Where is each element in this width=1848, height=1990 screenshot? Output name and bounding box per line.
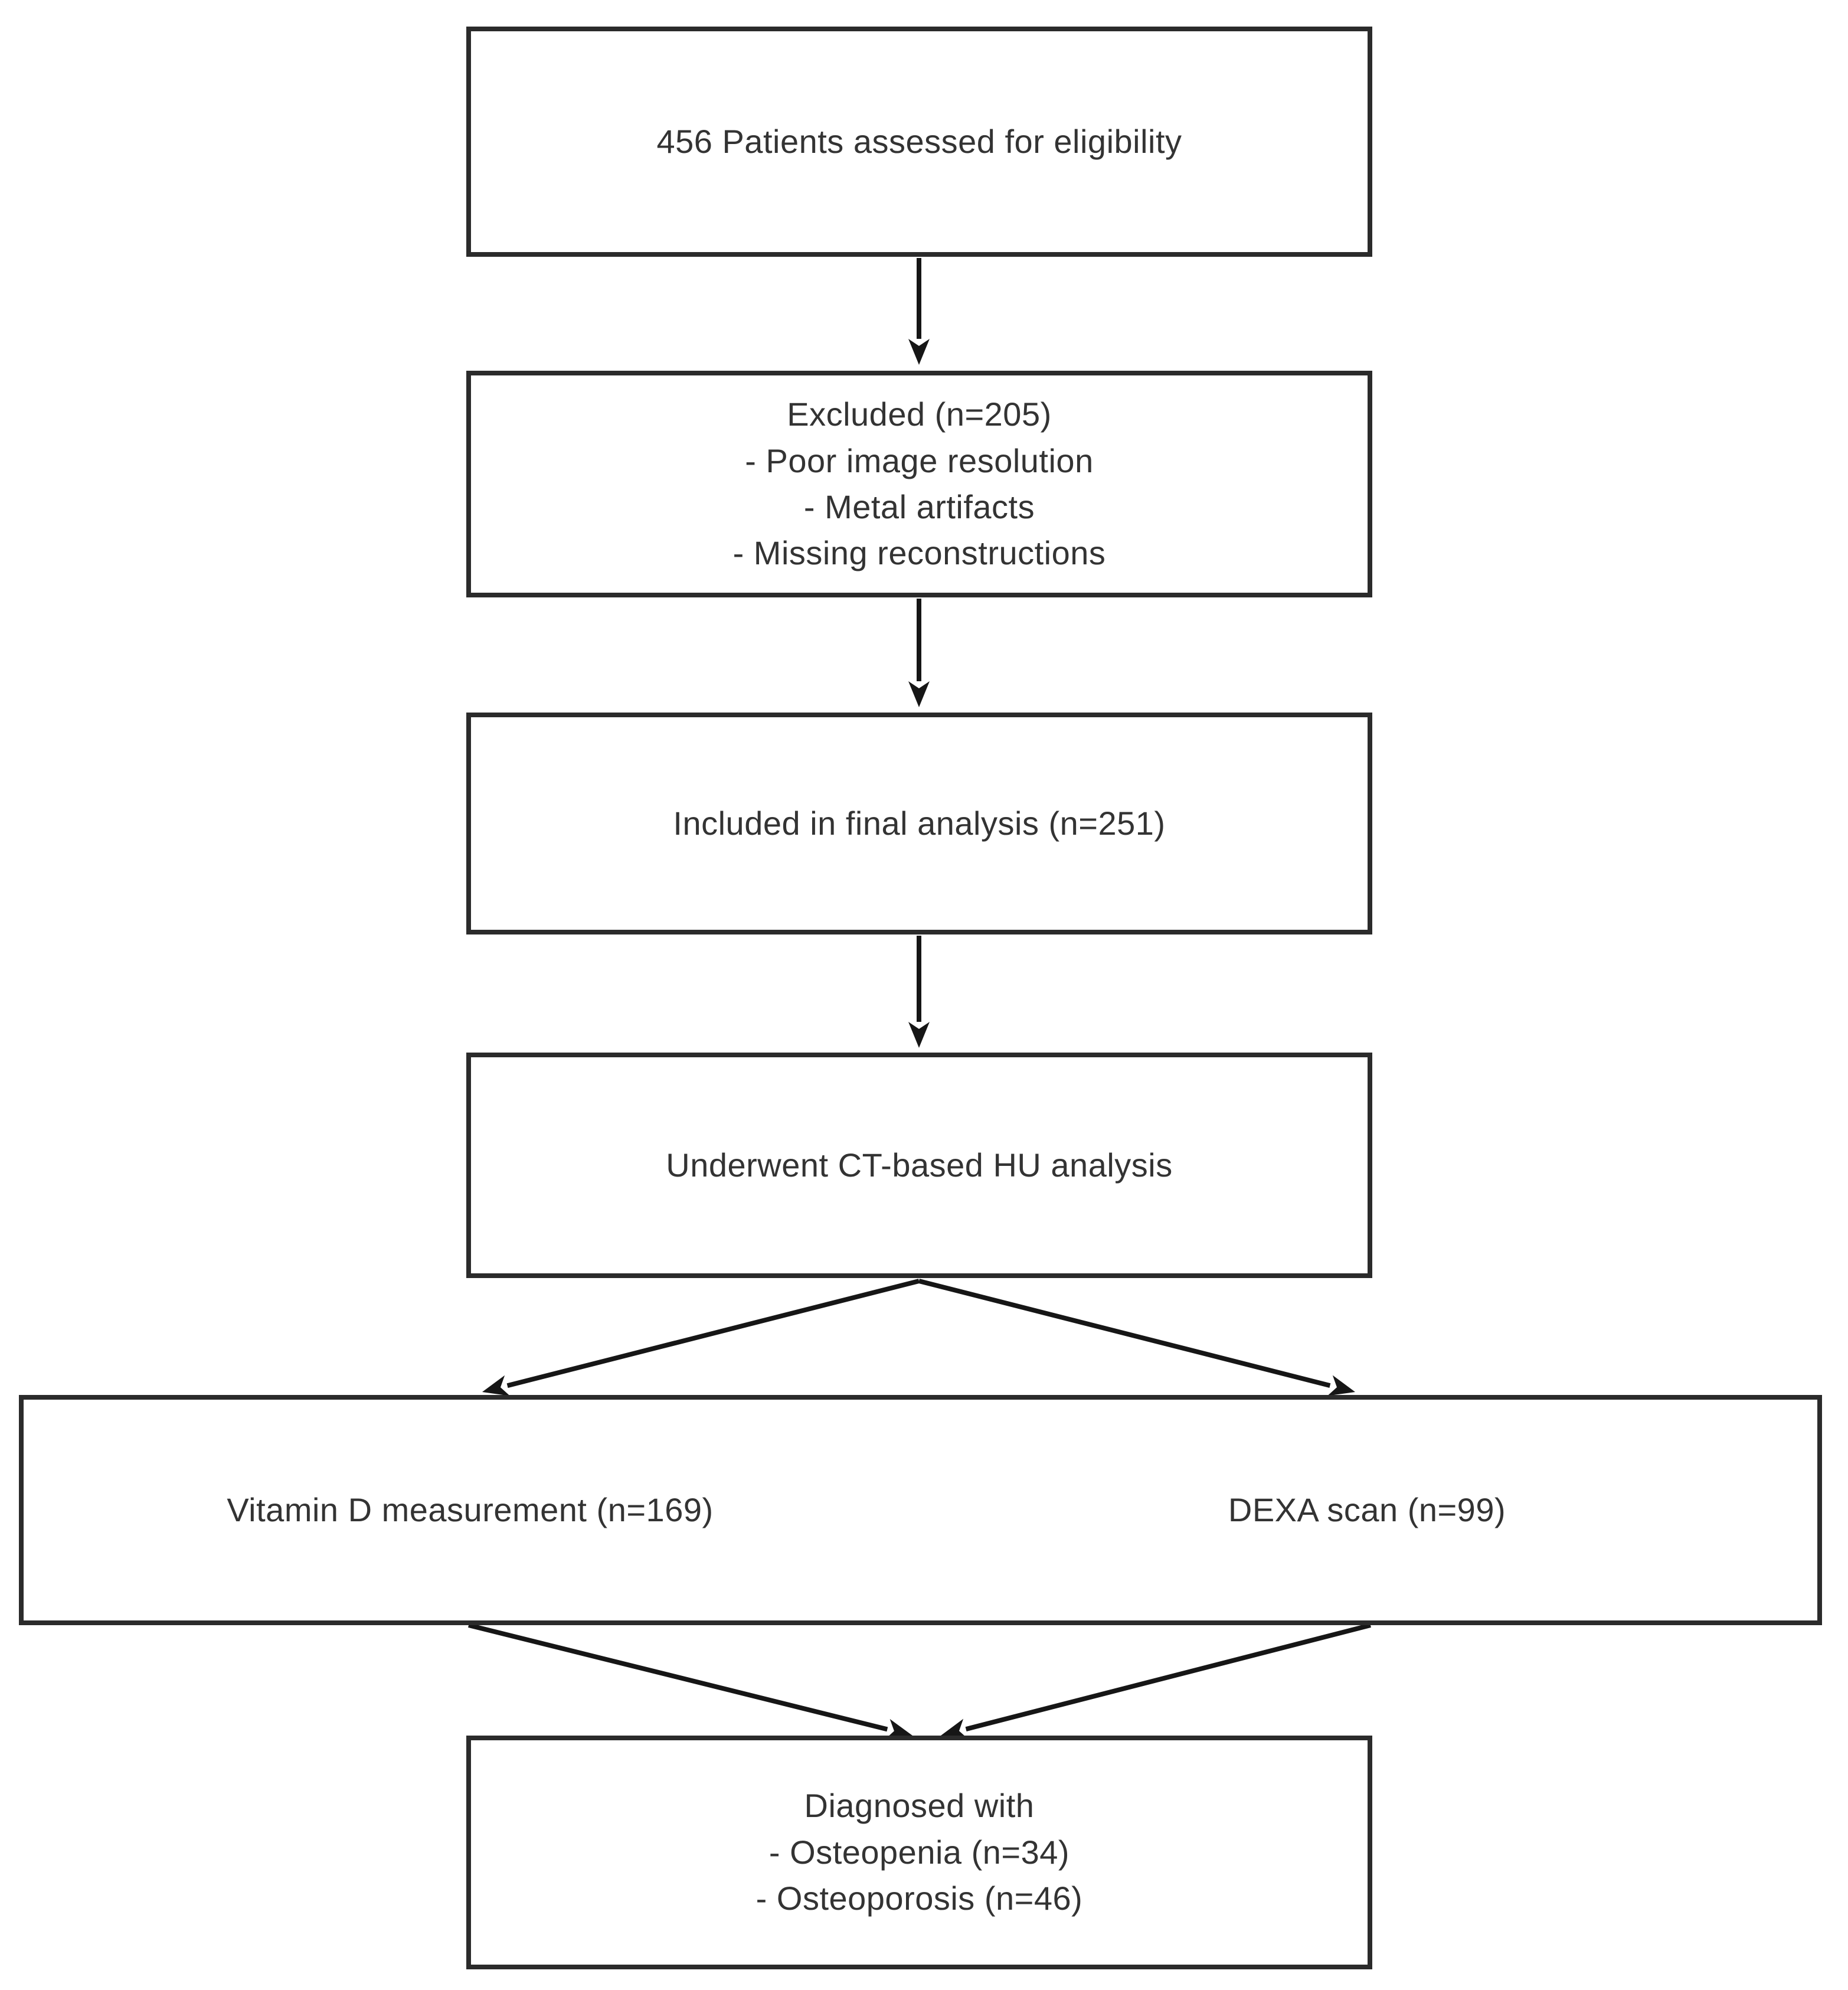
diagnosed-text: Diagnosed with - Osteopenia (n=34) - Ost… [755, 1787, 1083, 1917]
node-patients-assessed: 456 Patients assessed for eligibility [466, 27, 1372, 257]
node-ct-hu-analysis: Underwent CT-based HU analysis [466, 1053, 1372, 1278]
node-vitamin-d-measurement: Vitamin D measurement (n=169) [19, 1395, 921, 1625]
excluded-text: Excluded (n=205) - Poor image resolution… [732, 396, 1106, 572]
included-final-analysis-text: Included in final analysis (n=251) [673, 804, 1166, 842]
arrow-vitamin-d-to-diagnosed [468, 1623, 912, 1740]
node-dexa-scan: DEXA scan (n=99) [917, 1395, 1822, 1625]
patients-assessed-text: 456 Patients assessed for eligibility [656, 122, 1182, 160]
arrow-dexa-to-diagnosed [940, 1623, 1371, 1740]
ct-hu-analysis-text: Underwent CT-based HU analysis [666, 1146, 1173, 1184]
node-diagnosed: Diagnosed with - Osteopenia (n=34) - Ost… [466, 1736, 1372, 1969]
vitamin-d-measurement-text: Vitamin D measurement (n=169) [227, 1491, 714, 1528]
node-included-final-analysis: Included in final analysis (n=251) [466, 713, 1372, 934]
dexa-scan-text: DEXA scan (n=99) [1228, 1491, 1506, 1528]
arrow-ct-to-dexa [918, 1279, 1356, 1396]
node-excluded: Excluded (n=205) - Poor image resolution… [466, 371, 1372, 597]
arrow-ct-to-vitamin-d [482, 1279, 920, 1396]
